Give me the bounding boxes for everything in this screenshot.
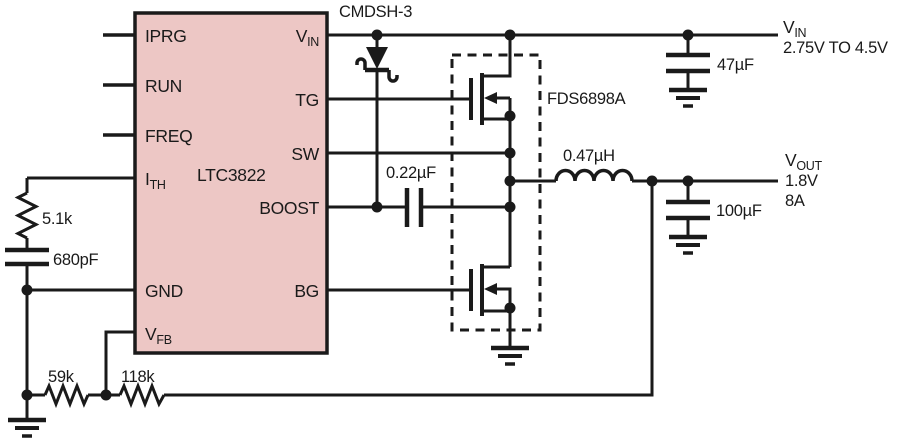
ground-symbol bbox=[669, 234, 707, 255]
unconnected-pin-stubs bbox=[103, 33, 135, 137]
vout-rail-name: VOUT bbox=[785, 150, 823, 173]
pin-label-ith: ITH bbox=[145, 169, 166, 192]
resistor-5k1-label: 5.1k bbox=[42, 210, 73, 228]
pin-label-vfb: VFB bbox=[145, 324, 172, 347]
feedback-divider: 59k 118k bbox=[8, 181, 654, 438]
resistor-59k bbox=[43, 381, 90, 409]
capacitor-022-label: 0.22µF bbox=[386, 164, 436, 182]
pin-label-bg: BG bbox=[294, 281, 319, 301]
mosfet-drain bbox=[482, 35, 512, 78]
output-capacitor: 100µF bbox=[666, 181, 762, 255]
mosfet-pair-label: FDS6898A bbox=[547, 90, 626, 108]
pin-label-vin: VIN bbox=[296, 26, 320, 49]
ground-symbol bbox=[669, 87, 707, 108]
pin-label-run: RUN bbox=[145, 76, 182, 96]
junction-dots bbox=[21, 29, 694, 401]
mosfet-body-arrow bbox=[484, 92, 497, 104]
ground-symbol bbox=[8, 417, 46, 438]
mosfet-body-arrow bbox=[484, 283, 497, 295]
boost-capacitor-net: 0.22µF bbox=[327, 164, 510, 227]
output-capacitor-label: 100µF bbox=[716, 202, 762, 220]
pin-label-tg: TG bbox=[295, 90, 319, 110]
pin-label-iprg: IPRG bbox=[145, 26, 187, 46]
inductor-coils bbox=[554, 168, 634, 182]
diode-label: CMDSH-3 bbox=[339, 3, 412, 21]
vin-rail-labels: VIN 2.75V TO 4.5V bbox=[783, 17, 888, 57]
pin-label-gnd: GND bbox=[145, 281, 183, 301]
resistor-59k-label: 59k bbox=[48, 368, 75, 386]
schottky-hook-right bbox=[387, 70, 399, 83]
resistor-118k bbox=[118, 381, 166, 409]
ground-symbol bbox=[491, 345, 529, 366]
mosfet-package-outline bbox=[450, 53, 542, 332]
vout-rail-current: 8A bbox=[785, 192, 805, 210]
vfb-wire bbox=[104, 330, 135, 395]
vin-rail-name: VIN bbox=[783, 17, 807, 40]
pin-label-boost: BOOST bbox=[259, 198, 319, 218]
ic-ltc3822: LTC3822 IPRG RUN FREQ ITH GND VFB VIN TG… bbox=[133, 11, 329, 355]
vin-rail-range: 2.75V TO 4.5V bbox=[783, 39, 888, 57]
inductor-label: 0.47µH bbox=[563, 147, 615, 165]
ic-body bbox=[133, 11, 329, 355]
capacitor-680pf-label: 680pF bbox=[53, 251, 99, 269]
resistor-118k-label: 118k bbox=[121, 368, 155, 386]
bottom-mosfet bbox=[327, 264, 529, 366]
ic-part-number: LTC3822 bbox=[197, 165, 266, 185]
diode-triangle bbox=[366, 47, 388, 69]
output-inductor: 0.47µH bbox=[510, 147, 778, 183]
schottky-diode-cmdsh3: CMDSH-3 bbox=[339, 3, 412, 207]
schottky-hook-left bbox=[355, 57, 367, 70]
vout-rail-labels: VOUT 1.8V 8A bbox=[785, 150, 823, 210]
input-capacitor-label: 47µF bbox=[717, 56, 754, 74]
resistor-5k1 bbox=[14, 191, 40, 240]
top-mosfet bbox=[469, 35, 512, 125]
input-capacitor: 47µF bbox=[666, 35, 754, 108]
ith-compensation-network: 5.1k 680pF bbox=[5, 176, 135, 290]
pin-label-freq: FREQ bbox=[145, 126, 192, 146]
pin-label-sw: SW bbox=[291, 144, 319, 164]
vout-rail-voltage: 1.8V bbox=[785, 172, 818, 190]
